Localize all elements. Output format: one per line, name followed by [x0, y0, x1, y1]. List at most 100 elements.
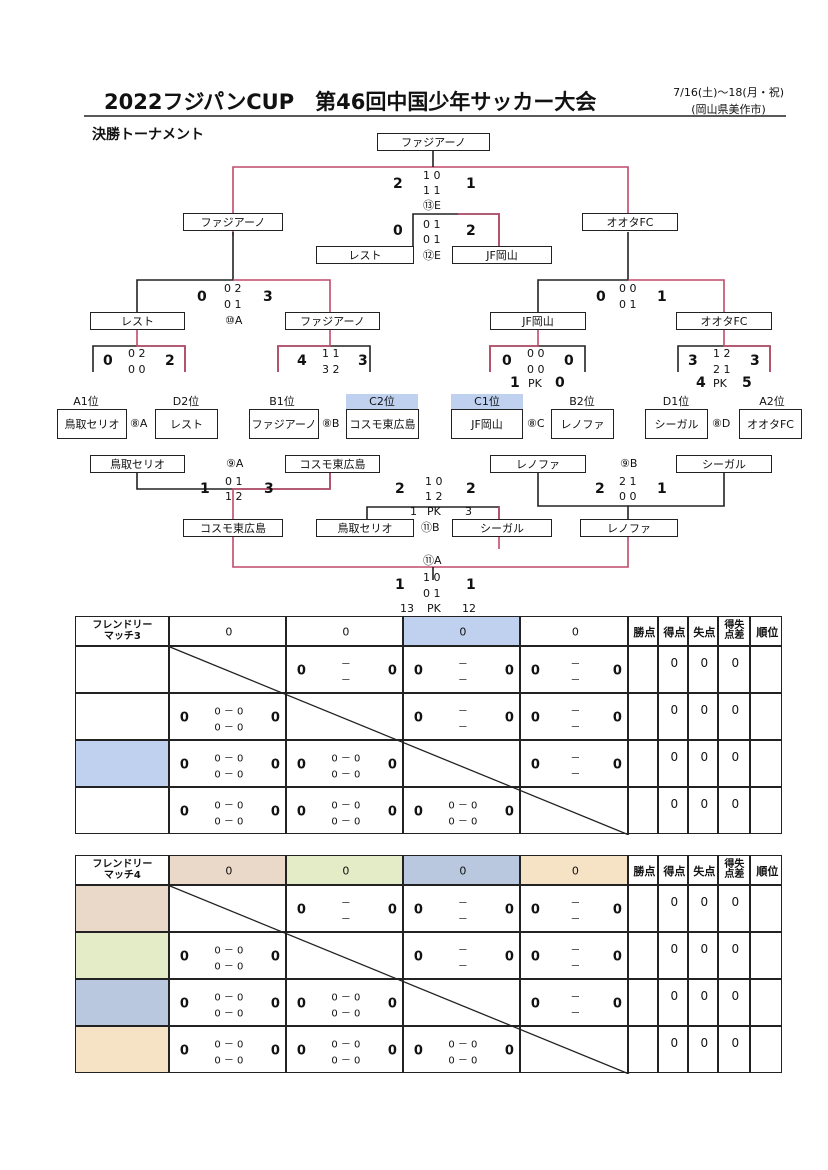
lower-winner-1: コスモ東広島: [183, 519, 283, 537]
half-score: －: [340, 914, 351, 926]
stat-cell: 0: [658, 787, 689, 835]
half-score: 0 － 0: [448, 1039, 478, 1051]
stat-cell: 0: [688, 646, 719, 694]
half-score: 0 － 0: [331, 1055, 361, 1067]
half-score: 0 － 0: [214, 1055, 244, 1067]
qf-team-4: オオタFC: [676, 312, 772, 330]
seed-label-1: A1位: [73, 395, 99, 408]
score-right: 0: [270, 949, 280, 965]
final-score-left: 2: [393, 176, 403, 192]
table-label: フレンドリー マッチ3: [92, 619, 153, 643]
score-left: 0: [530, 663, 540, 679]
stat-value: 0: [670, 750, 679, 765]
seed-team-4: コスモ東広島: [346, 409, 419, 439]
stat-value: 0: [731, 656, 740, 671]
stat-cell: 0: [718, 1026, 751, 1074]
stat-cell: 0: [718, 885, 751, 933]
team-header-1: 0: [169, 616, 287, 647]
score-left: 0: [413, 663, 423, 679]
m9b-half1: 2 1: [619, 475, 637, 488]
half-score: －: [457, 706, 468, 718]
stat-value: 0: [700, 989, 709, 1004]
m11a-half1: 1 0: [423, 571, 441, 584]
qf1-half2: 0 0: [128, 363, 146, 376]
stat-value: 0: [670, 989, 679, 1004]
stats-header-label: 得点: [663, 865, 686, 879]
match-code-8d: ⑧D: [712, 417, 731, 430]
seed-label-7: D1位: [662, 395, 690, 408]
score-left: 0: [413, 710, 423, 726]
team-header-value: 0: [342, 625, 350, 639]
stats-header-2: 得点: [658, 616, 689, 647]
score-left: 0: [296, 804, 306, 820]
m11b-match-code: ⑪B: [421, 521, 440, 534]
qf1-half1: 0 2: [128, 347, 146, 360]
m11b-score-left: 2: [395, 481, 405, 497]
score-right: 0: [387, 804, 397, 820]
stat-cell: [750, 787, 783, 835]
score-right: 0: [612, 902, 622, 918]
qf4-pk-left: 4: [696, 375, 706, 391]
bracket-lines: [84, 115, 786, 580]
stat-cell: [750, 979, 783, 1027]
result-cell: [286, 932, 404, 980]
team-header-value: 0: [342, 864, 350, 878]
score-left: 0: [296, 663, 306, 679]
stat-cell: 0: [718, 646, 751, 694]
m9a-score-right: 3: [264, 481, 274, 497]
half-score: 0 － 0: [214, 992, 244, 1004]
sf-right-half2: 0 1: [619, 298, 637, 311]
half-score: 0 － 0: [214, 961, 244, 973]
seed-team-2: レスト: [155, 409, 218, 439]
score-left: 0: [296, 996, 306, 1012]
stat-cell: [628, 787, 659, 835]
half-score: 0 － 0: [214, 816, 244, 828]
stat-cell: 0: [658, 1026, 689, 1074]
m9b-score-left: 2: [595, 481, 605, 497]
stats-header-label: 失点: [693, 626, 716, 640]
half-score: －: [570, 961, 581, 973]
stat-value: 0: [700, 895, 709, 910]
seed-team-7: シーガル: [645, 409, 708, 439]
stat-value: 0: [731, 1036, 740, 1051]
half-score: －: [457, 945, 468, 957]
stat-value: 0: [731, 703, 740, 718]
half-score: 0 － 0: [331, 992, 361, 1004]
third-match-code: ⑫E: [423, 249, 441, 262]
row-team-4: [75, 787, 170, 835]
stat-cell: 0: [688, 932, 719, 980]
stat-cell: [628, 646, 659, 694]
qf3-pk-label: PK: [528, 377, 542, 390]
stat-cell: [750, 1026, 783, 1074]
half-score: －: [570, 898, 581, 910]
stats-header-label: 得失 点差: [724, 619, 745, 642]
m11a-score-left: 1: [395, 577, 405, 593]
stat-cell: [750, 646, 783, 694]
qf4-half1: 1 2: [713, 347, 731, 360]
score-left: 0: [413, 1043, 423, 1059]
half-score: －: [570, 992, 581, 1004]
score-left: 0: [530, 757, 540, 773]
stat-value: 0: [731, 797, 740, 812]
stat-value: 0: [731, 989, 740, 1004]
seed-label-3: B1位: [269, 395, 295, 408]
half-score: －: [570, 753, 581, 765]
qf3-pk-right: 0: [555, 375, 565, 391]
half-score: －: [570, 914, 581, 926]
match-code-8c: ⑧C: [527, 417, 545, 430]
score-left: 0: [179, 949, 189, 965]
team-header-1: 0: [169, 855, 287, 886]
stat-cell: 0: [658, 693, 689, 741]
stat-cell: 0: [718, 979, 751, 1027]
lower-team-2: コスモ東広島: [285, 455, 380, 473]
qf2-half2: 3 2: [322, 363, 340, 376]
stats-header-label: 勝点: [633, 865, 656, 879]
qf4-pk-right: 5: [742, 375, 752, 391]
stat-cell: 0: [658, 740, 689, 788]
